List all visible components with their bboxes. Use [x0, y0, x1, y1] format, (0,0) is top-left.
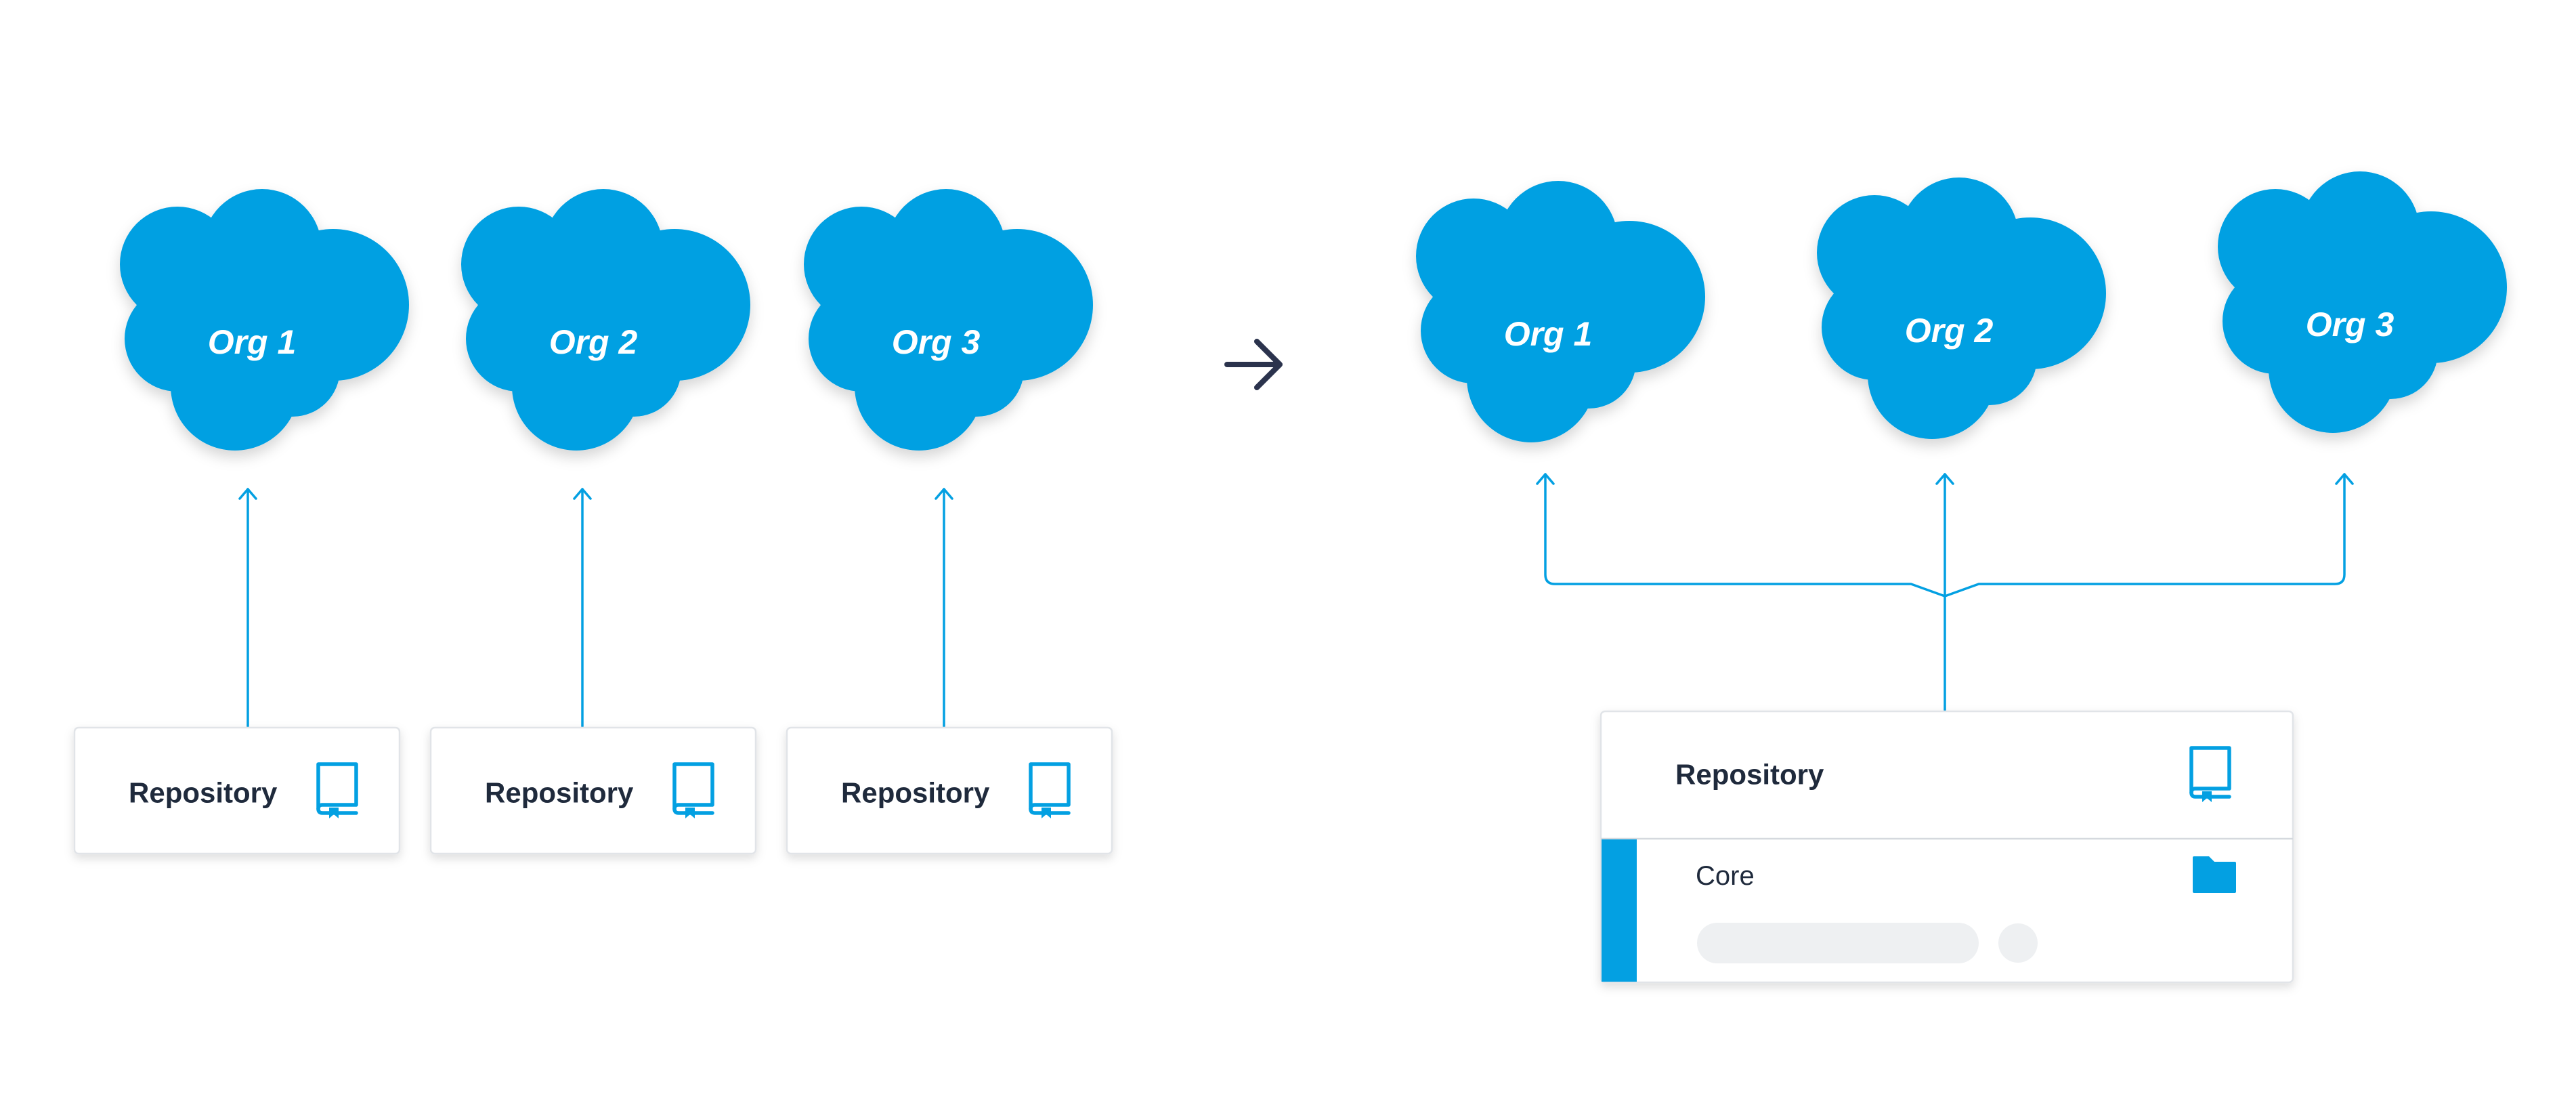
before-connector-3 — [935, 488, 953, 728]
folder-icon — [2193, 856, 2236, 893]
after-cloud-org-2: Org 2 — [1817, 177, 2106, 439]
before-repository-card-2: Repository — [429, 726, 757, 855]
selection-indicator — [1602, 839, 1637, 982]
before-repository-card-3: Repository — [786, 726, 1113, 855]
after-cloud-org-3: Org 3 — [2218, 171, 2507, 433]
before-cloud-org-3: Org 3 — [804, 189, 1093, 451]
cloud-label: Org 1 — [1504, 315, 1593, 353]
cloud-label: Org 2 — [1905, 312, 1994, 350]
placeholder-bar — [1697, 923, 1979, 963]
before-connector-1 — [238, 488, 257, 728]
after-section: Org 1 Org 2 Org 3 Repository Core — [1416, 171, 2507, 984]
before-connector-2 — [573, 488, 592, 728]
repository-label: Repository — [1675, 759, 1824, 791]
cloud-label: Org 3 — [892, 323, 981, 361]
package-label: Core — [1696, 861, 1755, 891]
after-repository-card: Repository Core — [1600, 710, 2294, 984]
before-section: Org 1 Org 2 Org 3 Repository Repository — [73, 189, 1113, 855]
placeholder-dot — [1998, 923, 2038, 963]
before-cloud-org-1: Org 1 — [120, 189, 409, 451]
repository-label: Repository — [485, 777, 634, 809]
before-repository-card-1: Repository — [73, 726, 401, 855]
repository-label: Repository — [129, 777, 278, 809]
cloud-label: Org 1 — [208, 323, 297, 361]
before-cloud-org-2: Org 2 — [461, 189, 750, 451]
right-arrow-icon — [1224, 339, 1283, 390]
after-connector-tree — [1536, 473, 2354, 711]
package-row-core[interactable]: Core — [1602, 839, 2236, 982]
cloud-label: Org 2 — [549, 323, 638, 361]
after-cloud-org-1: Org 1 — [1416, 181, 1705, 442]
cloud-label: Org 3 — [2306, 306, 2395, 343]
repository-label: Repository — [841, 777, 990, 809]
